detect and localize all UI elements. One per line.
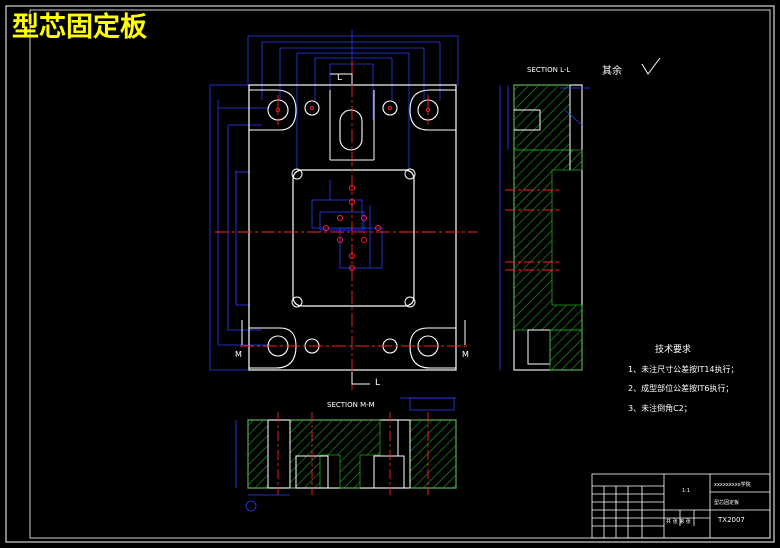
roughness-note: 其余 [602,64,622,77]
technical-requirements: 技术要求 1、未注尺寸公差按IT14执行； 2、成型部位公差按IT6执行； 3、… [628,343,739,413]
section-ll-label: SECTION L-L [527,66,570,74]
title-block [591,473,771,539]
requirement-item: 1、未注尺寸公差按IT14执行； [628,364,739,374]
section-mm-view: SECTION M-M [235,397,457,512]
center-slot [339,109,363,151]
title-block-drawing-name: 型芯固定板 [714,499,739,506]
requirement-item: 3、未注倒角C2； [628,403,692,413]
pin-holes [276,106,430,271]
roughness-symbol-icon [641,57,661,75]
section-mm-hatch [247,419,457,489]
section-mark-l-bottom: L [375,378,380,388]
plan-inner-dimensions [311,180,383,269]
title-block-drawing-no: TX2007 [717,516,745,524]
title-block-scale: 1:1 [682,488,690,494]
drawing-border [5,5,775,543]
section-mark-m-right: M [462,350,469,359]
plan-top-dimensions [209,30,459,371]
mold-plate-outline [248,84,457,371]
core-pocket [292,169,415,307]
requirements-heading: 技术要求 [655,343,691,355]
title-block-school: xxxxxxxxx学院 [714,481,751,488]
section-ll-hatch-lower [513,149,583,331]
requirement-item: 2、成型部位公差按IT6执行； [628,383,733,393]
section-mm-label: SECTION M-M [327,401,375,409]
guide-bushing-holes [249,89,456,369]
section-ll-view: SECTION L-L [499,66,590,371]
title-block-sheet: 共 张 第 张 [666,518,691,525]
section-mark-l-top: L [337,73,342,83]
drawing-title: 型芯固定板 [12,11,147,43]
inner-frame [29,9,771,539]
plan-view: L L M M [209,30,478,390]
section-ll-hatch-upper [513,84,571,151]
section-mark-m-left: M [235,350,242,359]
plan-centerlines [215,60,478,390]
